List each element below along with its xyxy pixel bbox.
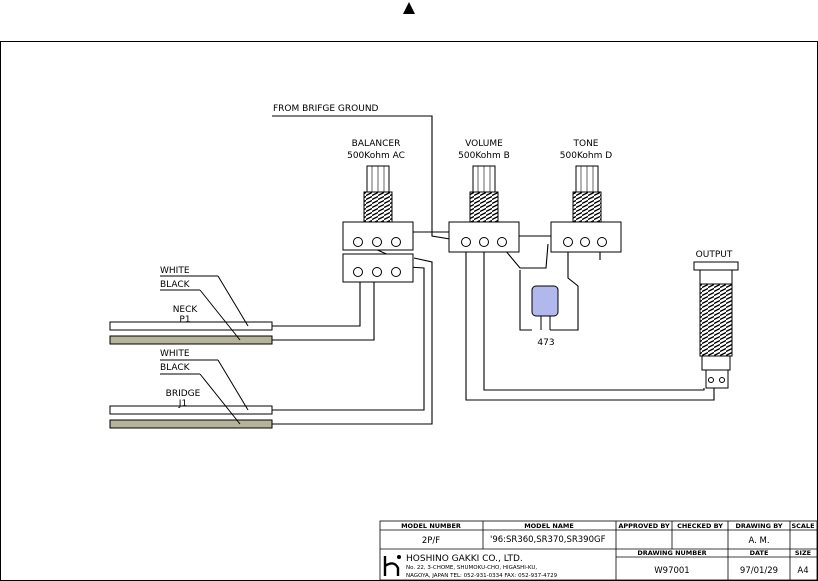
balancer-name-label: BALANCER (352, 139, 401, 149)
bridge-code-label: J1 (178, 399, 187, 409)
output-label: OUTPUT (696, 250, 733, 260)
volume-pot (448, 165, 520, 253)
volume-name-label: VOLUME (465, 139, 503, 149)
orientation-arrow-icon (403, 2, 415, 14)
neck-black-label: BLACK (160, 280, 191, 290)
neck-white-label: WHITE (160, 266, 190, 276)
tb-h-model-name: MODEL NAME (524, 522, 574, 530)
bridge-ground-label: FROM BRIFGE GROUND (273, 104, 379, 114)
neck-name-label: NECK (173, 305, 199, 315)
neck-code-label: P1 (179, 315, 190, 325)
tb-company: HOSHINO GAKKI CO., LTD. (406, 554, 523, 564)
capacitor-label: 473 (537, 338, 554, 348)
bridge-white-label: WHITE (160, 349, 190, 359)
tb-model-number: 2P/F (422, 536, 440, 546)
title-block (379, 520, 818, 581)
tb-address-1: No. 22, 3-CHOME, SHUMOKU-CHO, HIGASHI-KU… (406, 565, 537, 571)
tb-drawing-by: A. M. (748, 536, 769, 546)
tb-h-date: DATE (750, 549, 769, 557)
balancer-value-label: 500Kohm AC (347, 151, 405, 161)
bridge-black-label: BLACK (160, 363, 191, 373)
tb-size: A4 (797, 566, 808, 576)
tb-h-scale: SCALE (791, 522, 814, 530)
tb-model-name: '96:SR360,SR370,SR390GF (490, 535, 606, 545)
output-jack (693, 261, 739, 389)
pickup-leads (109, 275, 273, 429)
volume-value-label: 500Kohm B (458, 151, 510, 161)
bridge-name-label: BRIDGE (166, 389, 201, 399)
tb-h-size: SIZE (795, 549, 811, 557)
balancer-pot (342, 165, 414, 283)
tb-h-model-number: MODEL NUMBER (401, 522, 461, 530)
tb-date: 97/01/29 (740, 566, 778, 576)
tb-h-checked-by: CHECKED BY (677, 522, 723, 530)
tb-drawing-number: W97001 (654, 566, 689, 576)
tb-h-approved-by: APPROVED BY (618, 522, 670, 530)
tb-address-2: NAGOYA, JAPAN TEL: 052-931-0334 FAX: 052… (406, 573, 558, 579)
tone-value-label: 500Kohm D (560, 151, 612, 161)
hoshino-logo (383, 553, 403, 577)
tb-h-drawing-number: DRAWING NUMBER (637, 549, 706, 557)
tb-h-drawing-by: DRAWING BY (735, 522, 782, 530)
tone-pot (550, 165, 622, 253)
drawing-frame (0, 41, 818, 581)
capacitor-473 (531, 285, 559, 330)
wires (272, 115, 715, 425)
tone-name-label: TONE (572, 139, 598, 149)
